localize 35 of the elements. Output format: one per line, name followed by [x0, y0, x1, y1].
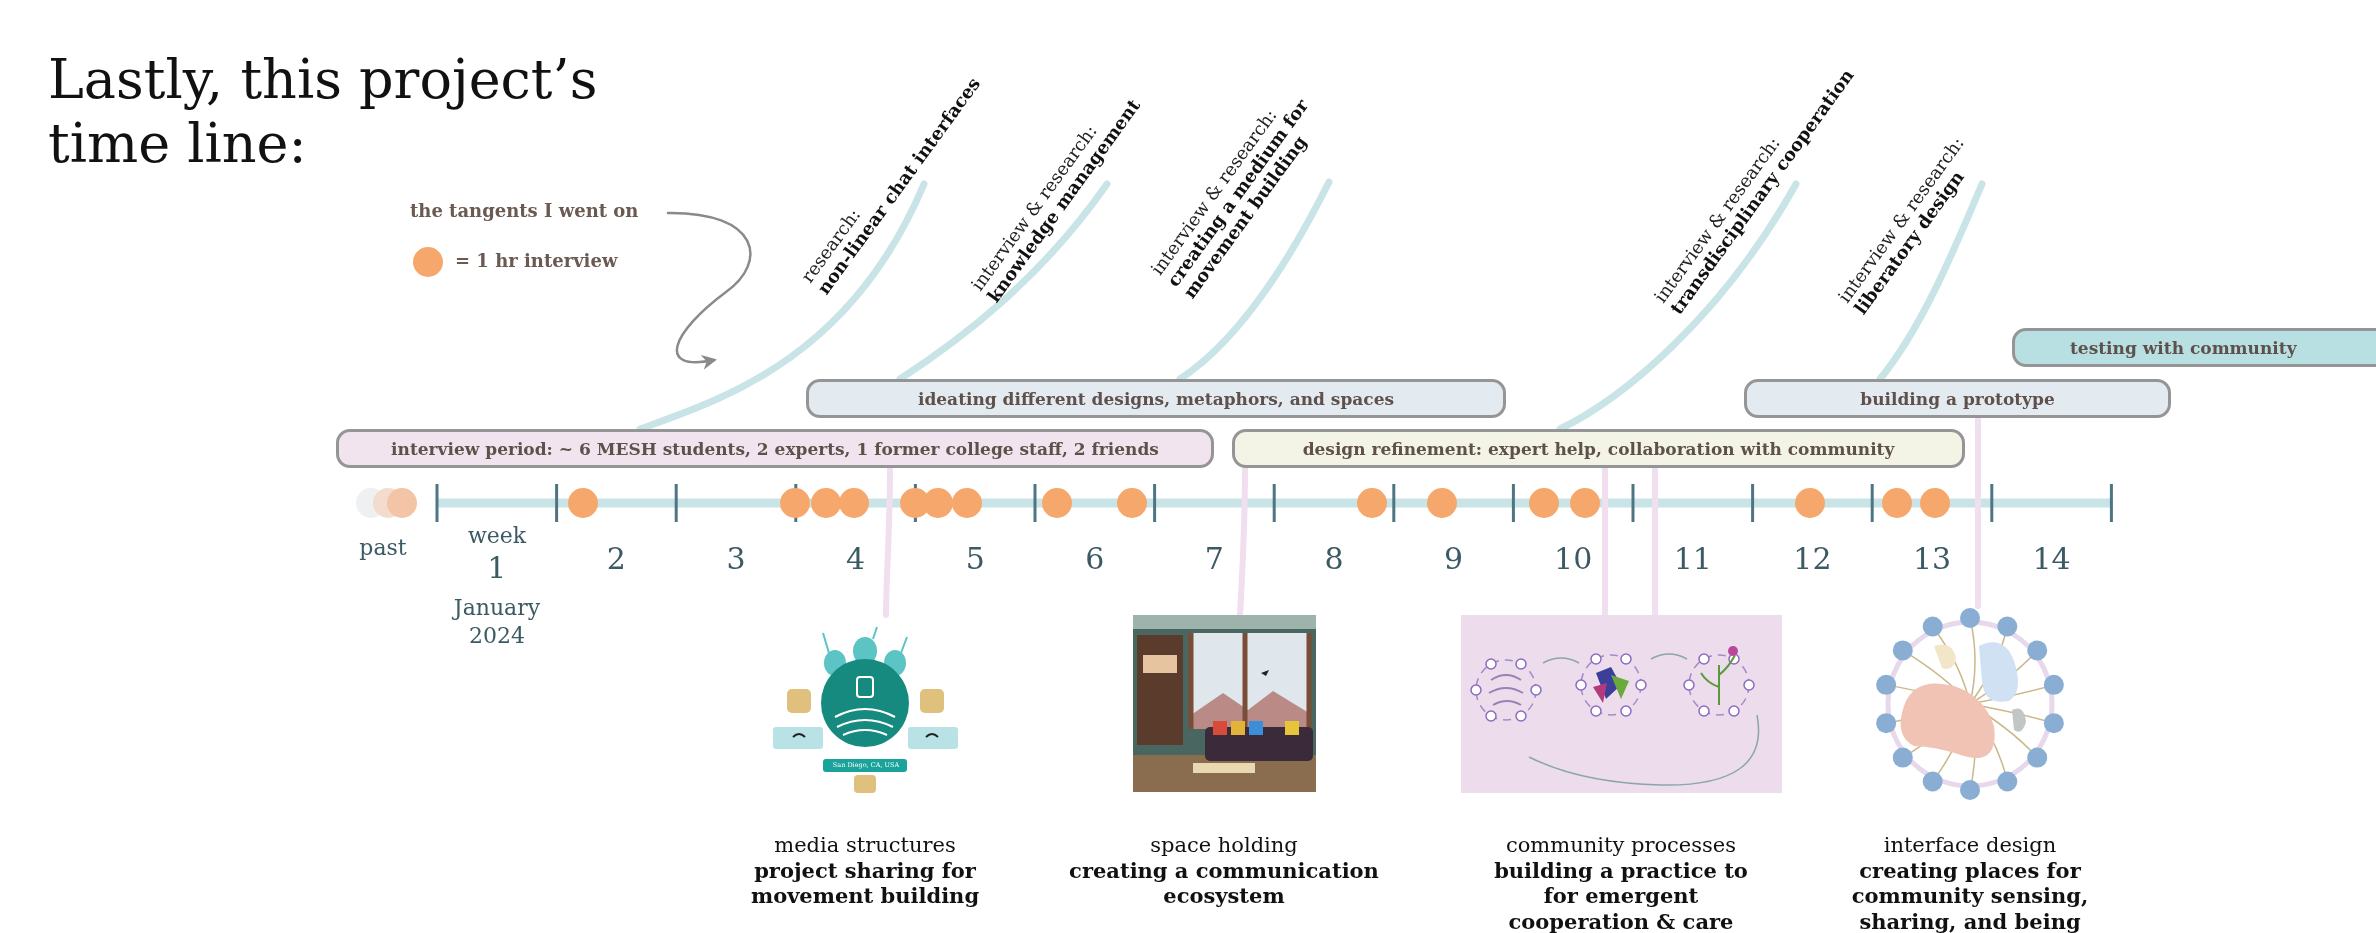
- output-heading: community processes: [1504, 833, 1737, 859]
- week-number: 13: [1912, 540, 1952, 578]
- ribbon-line: [1237, 465, 1248, 618]
- axis-label: week: [467, 522, 527, 550]
- week-number: 14: [2032, 540, 2071, 578]
- week-number: 9: [1444, 540, 1464, 578]
- axis-label: past: [359, 534, 407, 562]
- phase-bar: interview period: ~ 6 MESH students, 2 experts, 1 former college staff, 2 friends: [336, 429, 1214, 468]
- week-number: 5: [965, 540, 985, 578]
- week-number: 12: [1793, 540, 1832, 578]
- phase-bar: ideating different designs, metaphors, and spaces: [806, 379, 1506, 418]
- week-number: 8: [1324, 540, 1344, 578]
- week-number: 4: [846, 540, 866, 578]
- output-heading: interface design: [1882, 833, 2058, 859]
- output-heading: media structures: [773, 833, 957, 859]
- page-title: Lastly, this project’s time line:: [48, 48, 599, 176]
- week-number: 10: [1554, 540, 1593, 578]
- week-number: 1: [487, 549, 507, 587]
- output-description: creating a communication ecosystem: [1068, 858, 1380, 909]
- annotation-text: the tangents I went on: [410, 200, 639, 221]
- output-heading: space holding: [1149, 833, 1299, 859]
- phase-bar: testing with community: [2012, 328, 2376, 367]
- phase-bar: design refinement: expert help, collaboration with community: [1232, 429, 1965, 468]
- week-number: 3: [726, 540, 746, 578]
- week-number: 11: [1673, 540, 1712, 578]
- week-number: 6: [1085, 540, 1105, 578]
- output-description: project sharing for movement building: [749, 858, 981, 909]
- legend-text: = 1 hr interview: [455, 250, 618, 271]
- output-description: building a practice to for emergent cooperation & care: [1493, 858, 1749, 933]
- output-description: creating places for community sensing, sharing, and being: [1850, 858, 2090, 933]
- date-label: January 2024: [451, 593, 542, 649]
- curved-arrow: [666, 211, 752, 370]
- week-number: 2: [606, 540, 626, 578]
- week-number: 7: [1204, 540, 1224, 578]
- phase-bar: building a prototype: [1744, 379, 2171, 418]
